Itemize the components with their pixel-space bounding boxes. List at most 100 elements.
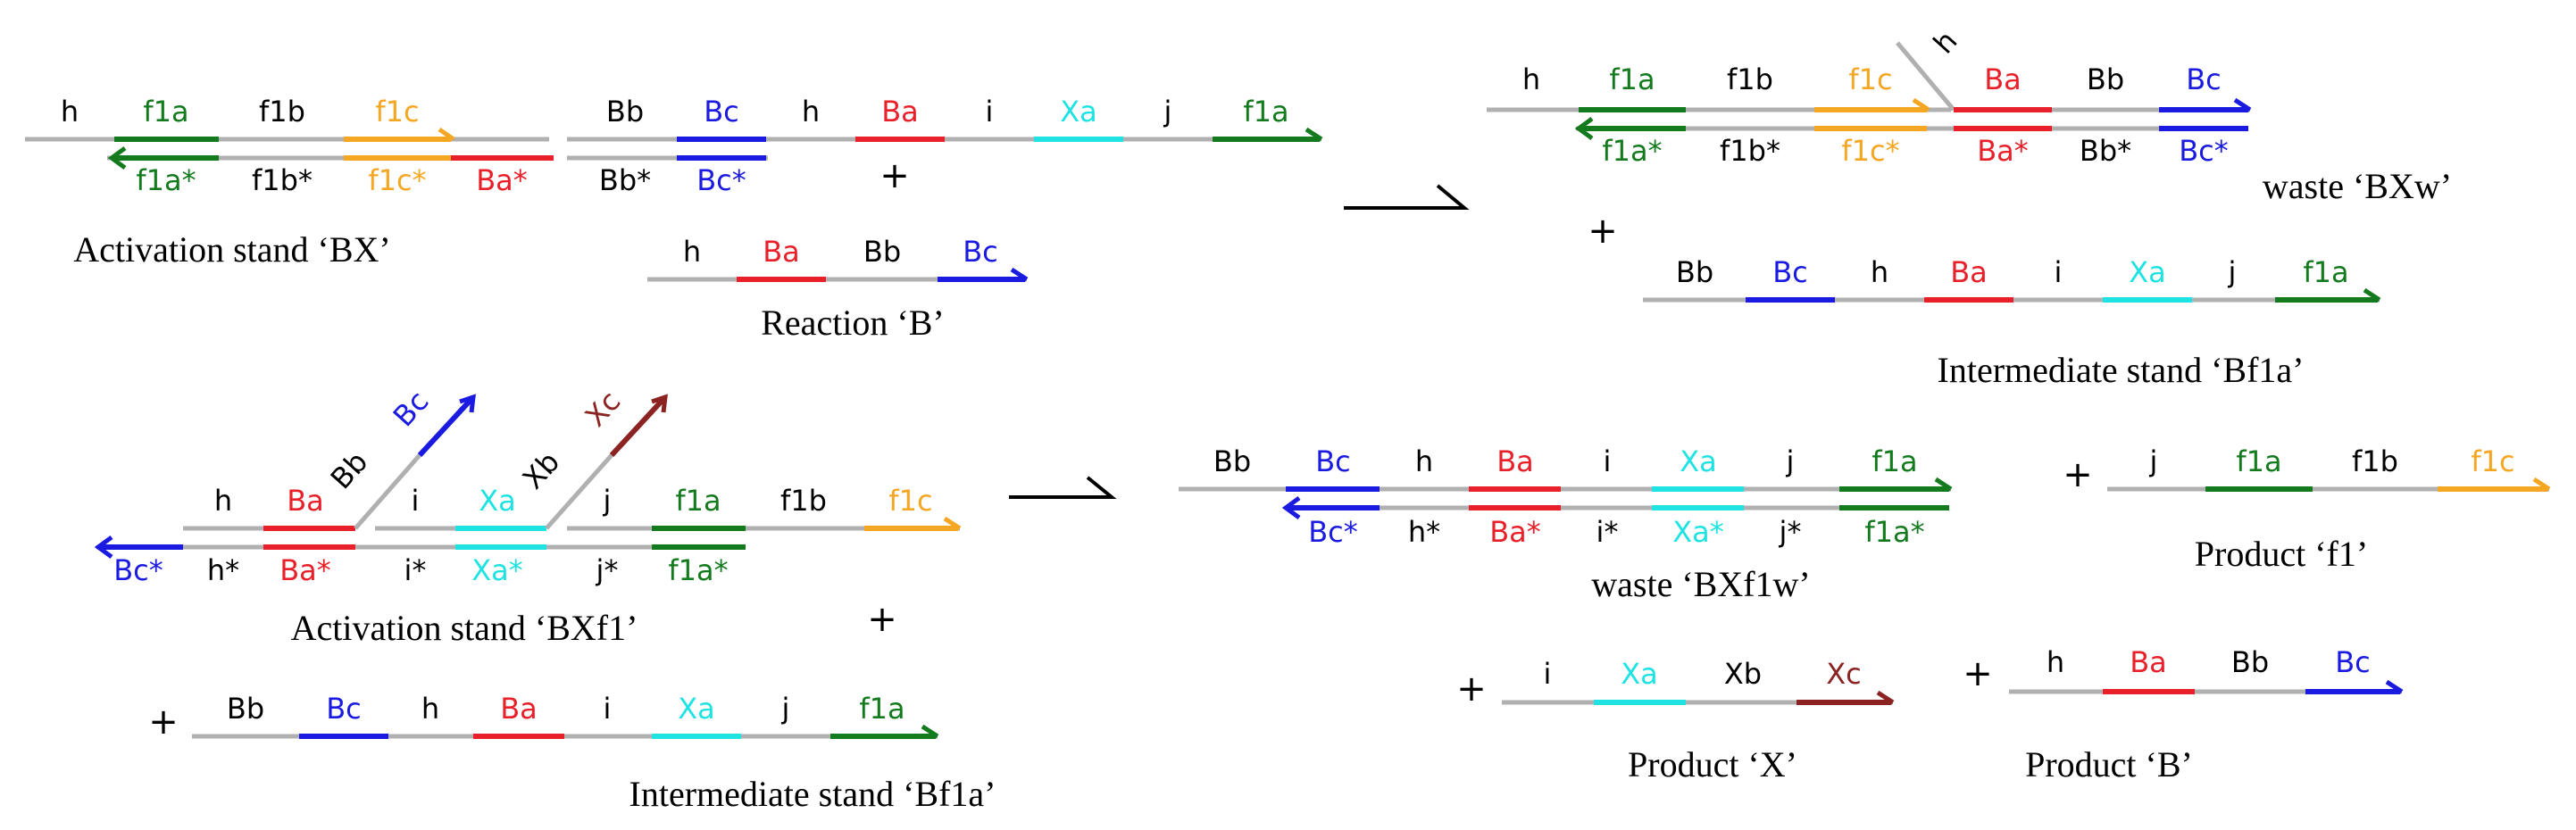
overhang-h [1896, 41, 1955, 112]
label-bc: Bc [2335, 645, 2371, 679]
label-bc-star: Bc* [2179, 134, 2229, 168]
caption-waste-bxf1w: waste ‘BXf1w’ [1591, 564, 1811, 604]
label-xa: Xa [1680, 444, 1717, 478]
caption-intermediate-bf1a-top: Intermediate stand ‘Bf1a’ [1938, 350, 2305, 390]
label-ba: Ba [2130, 645, 2167, 679]
label-f1c-star: f1c* [1841, 134, 1899, 168]
label-h: h [214, 484, 232, 518]
label-ba: Ba [500, 692, 538, 726]
label-bc: Bc [1315, 444, 1351, 478]
label-bc: Bc [704, 95, 739, 129]
label-j: j [603, 484, 612, 518]
arrowhead [921, 724, 939, 739]
label-bc: Bc [326, 692, 362, 726]
label-ba-star: Ba* [476, 163, 528, 197]
label-h: h [61, 95, 79, 129]
label-f1a-star: f1a* [1602, 134, 1662, 168]
arrowhead [2532, 477, 2551, 492]
label-bb: Bb [1676, 255, 1713, 289]
intermediate-strand-bf1a-bottom: + Bb Bc h Ba i Xa j f1a Intermediate sta… [148, 692, 996, 814]
arrowhead [1305, 127, 1323, 142]
label-f1b-star: f1b* [1720, 134, 1780, 168]
label-xa-star: Xa* [1672, 515, 1724, 549]
label-f1c: f1c [888, 484, 932, 518]
label-h-star: h* [1408, 515, 1440, 549]
label-i-star: i* [404, 553, 427, 587]
caption-product-x: Product ‘X’ [1628, 744, 1797, 784]
label-bc: Bc [1772, 255, 1808, 289]
label-f1a: f1a [1243, 95, 1288, 129]
plus-sign: + [1963, 653, 1993, 694]
label-i: i [1604, 444, 1612, 478]
label-i: i [604, 692, 612, 726]
label-f1a: f1a [675, 484, 721, 518]
arrowhead [1912, 97, 1930, 112]
activation-strand-bx: h f1a f1b f1c Bb Bc h Ba i Xa j f1a f1a*… [25, 95, 1323, 270]
label-bb: Bb [606, 95, 644, 129]
label-h: h [2047, 645, 2064, 679]
arrowhead [1934, 477, 1953, 492]
label-f1b: f1b [2352, 444, 2398, 478]
label-xa: Xa [1621, 657, 1658, 691]
label-ba: Ba [763, 235, 800, 269]
label-f1a-star: f1a* [1864, 515, 1924, 549]
arrowhead [2233, 97, 2252, 112]
label-ba: Ba [287, 484, 324, 518]
label-xc: Xc [1826, 657, 1862, 691]
label-j: j [2228, 255, 2237, 289]
label-bc: Bc [2186, 62, 2222, 96]
label-ba: Ba [1496, 444, 1534, 478]
label-xa: Xa [1060, 95, 1097, 129]
label-f1c: f1c [375, 95, 419, 129]
label-f1b: f1b [259, 95, 305, 129]
label-f1b: f1b [780, 484, 827, 518]
intermediate-strand-bf1a-top: Bb Bc h Ba i Xa j f1a Intermediate stand… [1643, 255, 2381, 390]
label-xa: Xa [479, 484, 516, 518]
label-bc-star: Bc* [1308, 515, 1358, 549]
label-j: j [1786, 444, 1795, 478]
label-h-star: h* [207, 553, 239, 587]
label-i: i [1544, 657, 1552, 691]
label-bb: Bb [2231, 645, 2269, 679]
arrowhead [943, 516, 962, 531]
label-xa-star: Xa* [471, 553, 523, 587]
label-f1a: f1a [859, 692, 905, 726]
caption-waste-bxw: waste ‘BXw’ [2263, 166, 2452, 206]
label-f1a: f1a [1609, 62, 1655, 96]
caption-activation-bx: Activation stand ‘BX’ [73, 229, 391, 270]
label-h: h [1415, 444, 1433, 478]
overhang-xb [545, 453, 613, 530]
reaction-arrow [1344, 184, 1470, 210]
overhang-bc [417, 394, 476, 458]
plus-sign: + [1456, 668, 1487, 710]
caption-intermediate-bf1a-bottom: Intermediate stand ‘Bf1a’ [629, 774, 996, 814]
arrowhead [2385, 679, 2404, 694]
label-j-star: j* [596, 553, 619, 587]
label-f1a: f1a [2236, 444, 2281, 478]
label-i: i [986, 95, 994, 129]
label-f1c: f1c [2471, 444, 2514, 478]
arrowhead [651, 394, 668, 413]
arrowhead [459, 394, 476, 413]
arrowhead [1574, 116, 1594, 141]
label-i: i [2055, 255, 2063, 289]
arrowhead [94, 535, 113, 560]
label-h: h [421, 692, 439, 726]
label-ba-star: Ba* [1977, 134, 2029, 168]
caption-product-f1: Product ‘f1’ [2195, 534, 2368, 574]
label-bb: Bb [227, 692, 264, 726]
label-f1c-star: f1c* [368, 163, 426, 197]
arrowhead [1876, 690, 1895, 705]
label-bb: Bb [2087, 62, 2124, 96]
plus-sign: + [148, 701, 179, 743]
arrowhead [438, 127, 455, 142]
plus-sign: + [2063, 454, 2093, 495]
arrowhead [1281, 495, 1301, 520]
label-f1a: f1a [1872, 444, 1917, 478]
label-f1b: f1b [1727, 62, 1773, 96]
caption-reaction-b: Reaction ‘B’ [761, 303, 945, 343]
label-ba-star: Ba* [279, 553, 331, 587]
label-j: j [2149, 444, 2158, 478]
label-h: h [802, 95, 820, 129]
